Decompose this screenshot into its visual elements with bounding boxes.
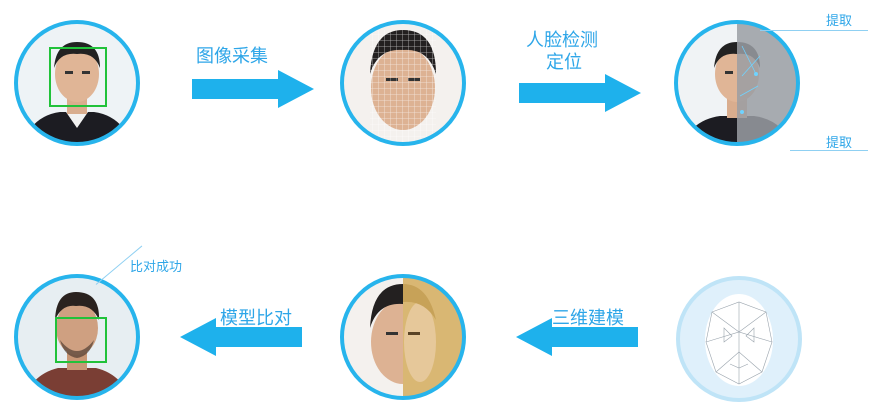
step-success-node [10, 270, 144, 404]
leader-extract-top [760, 30, 868, 31]
step-grid-node [336, 16, 470, 150]
match-box [55, 317, 107, 363]
arrow-label-3d: 三维建模 [552, 308, 624, 329]
step-capture-node [10, 16, 144, 150]
label-success: 比对成功 [130, 260, 183, 275]
arrow-compare [180, 318, 302, 360]
step-3d-node [672, 272, 806, 406]
arrow-label-detect-1: 人脸检测 [526, 30, 598, 51]
arrow-3d [516, 318, 638, 360]
face-detect-box [49, 47, 107, 107]
arrow-capture [192, 70, 314, 112]
arrow-label-detect-2: 定位 [546, 52, 582, 73]
leader-extract-bottom [790, 150, 868, 151]
arrow-label-compare: 模型比对 [220, 308, 292, 329]
step-extract-node [670, 16, 804, 150]
arrow-detect [519, 74, 641, 116]
label-extract-top: 提取 [826, 14, 853, 29]
arrow-label-capture: 图像采集 [196, 46, 268, 67]
label-extract-bottom: 提取 [826, 136, 853, 151]
step-compare-node [336, 270, 470, 404]
